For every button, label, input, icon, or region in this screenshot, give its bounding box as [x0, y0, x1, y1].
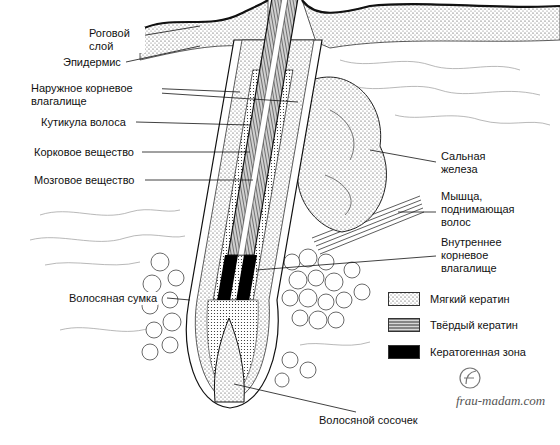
watermark-logo [460, 368, 480, 388]
part-label: Волосяной сосочек [318, 414, 419, 427]
part-label: Наружное корневое влагалище [30, 82, 162, 108]
epidermis [140, 0, 560, 60]
legend-text: Кератогенная зона [430, 345, 526, 359]
legend-swatch [388, 318, 420, 332]
legend-text: Мягкий кератин [430, 292, 510, 306]
part-label: Кутикула волоса [40, 116, 127, 129]
part-label: Волосяная сумка [68, 292, 158, 305]
part-label: Мозговое вещество [33, 174, 135, 187]
legend-swatch [388, 345, 420, 359]
watermark: frau-madam.com [455, 394, 546, 407]
part-label: Мышца, поднимающая волос [440, 190, 526, 229]
part-label: Корковое вещество [33, 146, 135, 159]
part-label: Роговой слой [88, 27, 145, 53]
part-label: Внутреннее корневое влагалище [440, 236, 526, 275]
legend-text: Твёрдый кератин [430, 318, 518, 332]
legend-swatch [388, 292, 420, 306]
hair-follicle [186, 0, 322, 408]
leader-lines [126, 26, 436, 412]
part-label: Эпидермис [62, 56, 122, 69]
part-label: Сальная железа [440, 150, 512, 176]
